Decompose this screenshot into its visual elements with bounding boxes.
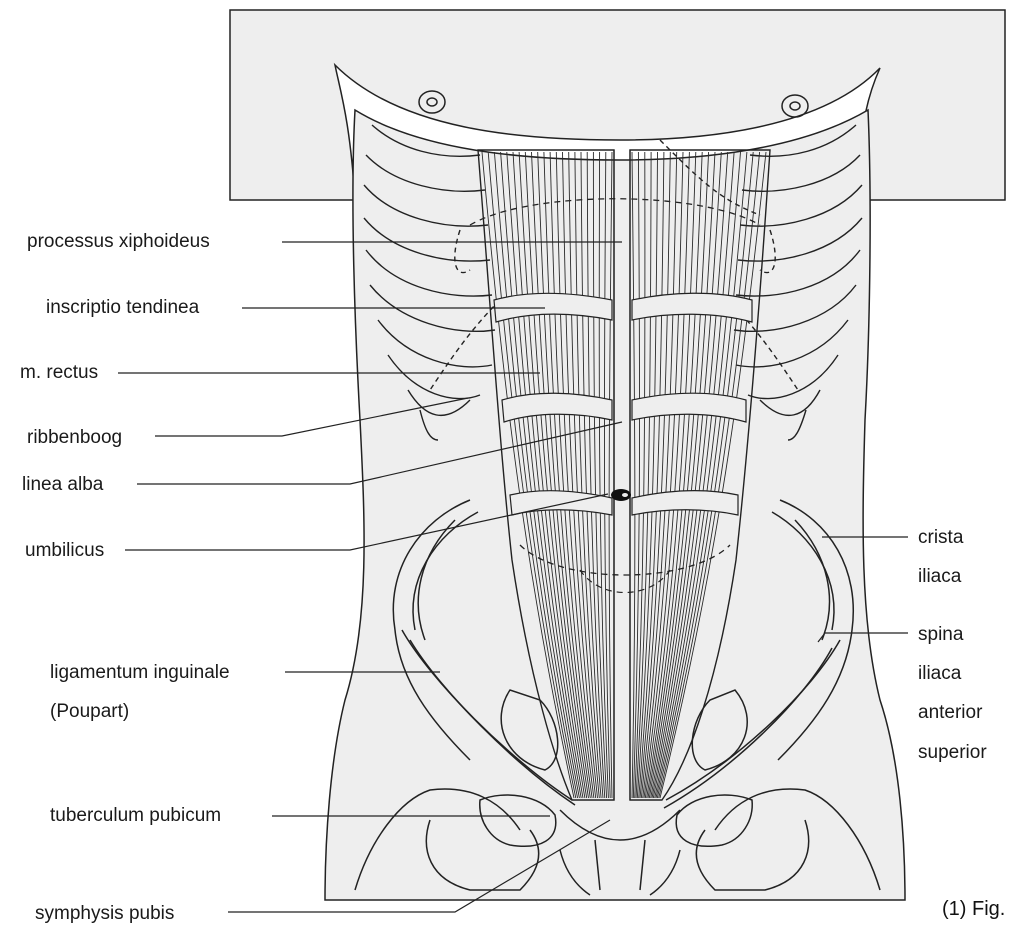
rectus-fiber xyxy=(487,151,577,799)
rectus-fiber xyxy=(646,151,703,799)
rectus-fiber xyxy=(659,151,767,799)
rectus-fiber xyxy=(652,151,735,799)
rectus-fiber xyxy=(658,151,761,799)
rectus-fiber xyxy=(586,151,606,799)
rectus-fiber xyxy=(568,151,600,799)
rectus-fiber xyxy=(543,151,593,799)
rectus-fiber xyxy=(636,151,658,799)
rectus-muscle-left xyxy=(481,151,613,799)
rectus-fiber xyxy=(634,151,646,799)
label-processus-xiphoideus: processus xiphoideus xyxy=(27,231,210,252)
rectus-fiber xyxy=(549,151,595,799)
rectus-fiber xyxy=(632,151,641,799)
rectus-fiber xyxy=(598,151,609,799)
rectus-fiber xyxy=(603,151,611,799)
label-crista-iliaca: iliaca xyxy=(918,566,962,587)
rectus-fiber xyxy=(592,151,608,799)
rectus-fiber xyxy=(493,151,579,799)
rectus-fiber xyxy=(506,151,582,799)
rectus-fiber xyxy=(639,151,671,799)
rectus-fiber xyxy=(655,151,748,799)
label-symphysis-pubis: symphysis pubis xyxy=(35,903,175,924)
costal-arch xyxy=(469,198,761,226)
rectus-fiber xyxy=(555,151,597,799)
rectus-fiber xyxy=(481,151,575,799)
rectus-fiber xyxy=(512,151,584,799)
figure-caption: (1) Fig. xyxy=(942,898,1006,920)
chest-outline xyxy=(229,9,1006,201)
rectus-fiber xyxy=(656,151,754,799)
label-spina-anterior: anterior xyxy=(918,702,983,723)
rectus-fiber xyxy=(647,151,710,799)
rectus-outline-right xyxy=(629,149,771,801)
label-ligamentum-inguinale: ligamentum inguinale xyxy=(50,662,230,683)
rectus-fiber xyxy=(640,151,678,799)
label-inscriptio-tendinea: inscriptio tendinea xyxy=(46,297,200,318)
rectus-fiber xyxy=(654,151,741,799)
label-tuberculum-pubicum: tuberculum pubicum xyxy=(50,805,222,826)
rectus-fiber xyxy=(651,151,729,799)
rectus-fiber xyxy=(648,151,716,799)
label-m-rectus: m. rectus xyxy=(20,362,99,383)
rectus-fiber xyxy=(531,151,589,799)
umbilicus-mark xyxy=(611,489,631,501)
label-crista: crista xyxy=(918,527,964,548)
label-linea-alba: linea alba xyxy=(22,474,104,495)
label-spina-superior: superior xyxy=(918,742,987,763)
rectus-fiber xyxy=(650,151,722,799)
arcuate-line xyxy=(519,544,731,576)
rectus-fiber xyxy=(562,151,598,799)
label-ribbenboog: ribbenboog xyxy=(27,427,123,448)
rectus-muscle-right xyxy=(631,151,767,799)
rectus-fiber xyxy=(574,151,602,799)
torso-outline xyxy=(324,108,906,901)
linea-alba xyxy=(613,150,631,800)
pelvis xyxy=(354,499,881,896)
rectus-fiber xyxy=(643,151,690,799)
rectus-fiber xyxy=(500,151,580,799)
leader-lines xyxy=(118,241,908,913)
nipple-right xyxy=(781,94,809,118)
label-poupart: (Poupart) xyxy=(50,701,130,722)
rectus-outline-left xyxy=(477,149,615,801)
rectus-fiber xyxy=(524,151,588,799)
rectus-fiber xyxy=(518,151,586,799)
rectus-fiber xyxy=(635,151,652,799)
rectus-fiber xyxy=(537,151,591,799)
label-spina: spina xyxy=(918,624,964,645)
rectus-fiber xyxy=(580,151,604,799)
nipple-left xyxy=(418,90,446,114)
label-spina-iliaca: iliaca xyxy=(918,663,962,684)
rectus-fiber xyxy=(642,151,684,799)
rectus-fiber xyxy=(608,151,613,799)
rectus-fiber xyxy=(638,151,665,799)
rectus-fiber xyxy=(631,151,636,799)
label-umbilicus: umbilicus xyxy=(25,540,105,561)
tendinous-intersections xyxy=(493,292,753,516)
rectus-fiber xyxy=(644,151,697,799)
